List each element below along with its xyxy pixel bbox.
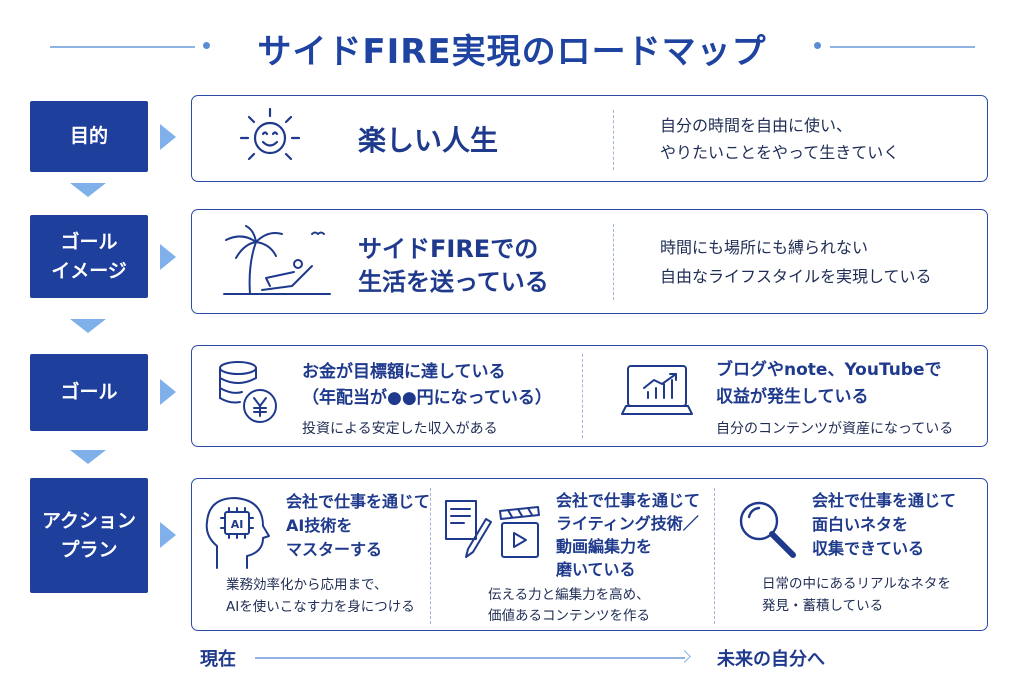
purpose-divider [613,110,614,170]
card-action-plan [191,478,988,631]
action1-head-2: AI技術を [286,516,353,535]
goal-image-desc-2: 自由なライフスタイルを実現している [660,267,932,286]
arrow-down-1 [70,183,106,197]
timeline-arrowhead [678,650,691,663]
label-goal-text: ゴール [60,381,118,404]
action3-head-1: 会社で仕事を通じて [812,491,957,510]
label-goal-image: ゴール イメージ [30,215,148,298]
card-goal-image [191,209,988,314]
action1-sub-2: AIを使いこなす力を身につける [226,599,415,615]
action2-head-1: 会社で仕事を通じて [556,491,701,510]
label-goal-image-text-1: ゴール [60,231,118,253]
card-goal [191,345,988,447]
label-action-plan-text-2: プラン [60,538,118,561]
timeline-end: 未来の自分へ [717,649,825,670]
goal-left-head-1: お金が目標額に達している [302,362,506,382]
action3-sub-2: 発見・蓄積している [762,598,884,614]
arrow-down-2 [70,319,106,333]
action3-sub-1: 日常の中にあるリアルなネタを [762,576,951,592]
ai-chip-text: AI [231,518,244,531]
action-divider-2 [714,488,715,624]
action1-head-1: 会社で仕事を通じて [286,492,431,511]
page-title: サイドFIRE実現のロードマップ [257,32,767,72]
action-divider-1 [430,488,431,624]
arrow-right-goal [160,379,176,405]
goal-right-sub: 自分のコンテンツが資産になっている [716,421,954,437]
sun-icon [239,107,301,161]
label-action-plan-text-1: アクション [41,510,137,532]
ai-head-icon: AI [205,497,270,569]
goal-image-divider [613,224,614,300]
arrow-right-purpose [160,124,176,150]
purpose-main: 楽しい人生 [358,124,499,157]
goal-divider [582,354,583,438]
action3-head-2: 面白いネタを [812,515,909,534]
goal-image-desc-1: 時間にも場所にも縛られない [660,238,869,257]
goal-left-head-2: （年配当が●●円になっている） [302,388,552,408]
arrow-right-action-plan [160,522,176,548]
title-right-line [830,46,975,48]
title-left-line [50,46,195,48]
card-purpose [191,95,988,182]
goal-left-sub: 投資による安定した収入がある [302,421,498,437]
purpose-desc-1: 自分の時間を自由に使い、 [660,116,853,135]
action2-head-3: 動画編集力を [556,537,653,556]
action2-head-2: ライティング技術／ [556,514,699,533]
action2-sub-2: 価値あるコンテンツを作る [488,608,650,624]
goal-image-main-2: 生活を送っている [358,268,549,296]
title-left-dot [203,42,210,49]
timeline-start: 現在 [200,649,236,670]
palm-beach-icon [223,225,331,295]
writing-video-icon [445,500,540,558]
action3-head-3: 収集できている [812,539,925,558]
title-row: サイドFIRE実現のロードマップ [0,18,1024,74]
coins-yen-icon [219,361,277,423]
title-right-dot [814,42,821,49]
action2-head-4: 磨いている [556,560,636,579]
action2-sub-1: 伝える力と編集力を高め、 [488,587,650,603]
label-goal: ゴール [30,354,148,431]
arrow-down-3 [70,450,106,464]
arrow-right-goal-image [160,244,176,270]
action1-head-3: マスターする [286,540,383,559]
action1-sub-1: 業務効率化から応用まで、 [226,577,388,593]
label-purpose: 目的 [30,101,148,172]
label-action-plan: アクション プラン [30,478,148,593]
goal-right-head-1: ブログやnote、YouTubeで [716,360,942,380]
goal-right-head-2: 収益が発生している [716,387,869,407]
laptop-chart-icon [621,365,693,415]
timeline-line [255,657,685,659]
label-purpose-text: 目的 [69,125,108,148]
goal-image-main-1: サイドFIREでの [358,235,539,263]
magnifier-icon [739,501,796,558]
label-goal-image-text-2: イメージ [51,259,127,282]
purpose-desc-2: やりたいことをやって生きていく [660,143,900,162]
